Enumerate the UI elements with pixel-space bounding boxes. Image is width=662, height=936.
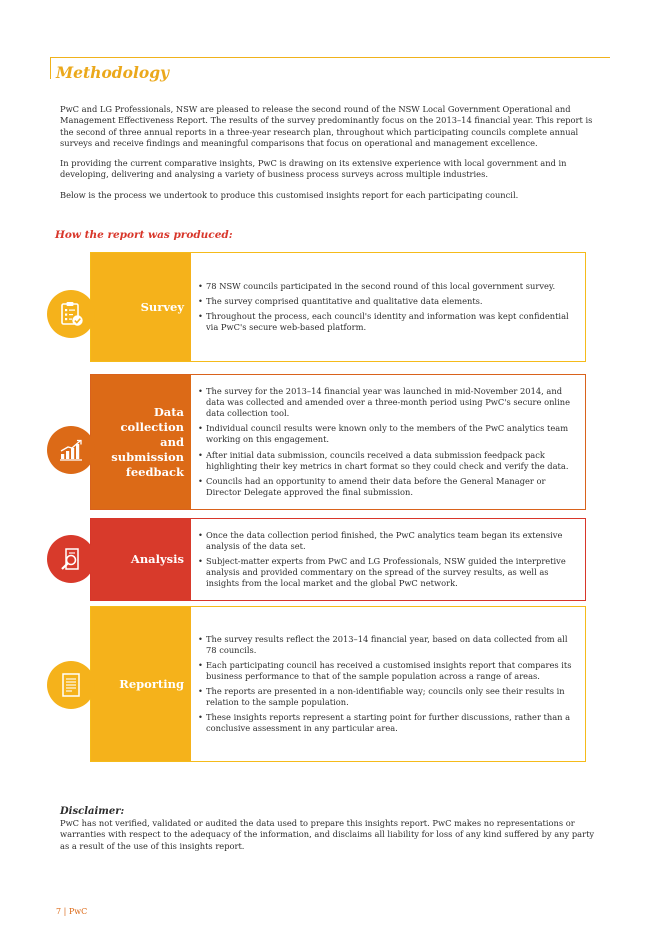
disclaimer: Disclaimer: PwC has not verified, valida… (60, 806, 600, 852)
page-title: Methodology (56, 63, 170, 82)
step-label: Survey (91, 253, 191, 361)
bullet-item: Individual council results were known on… (198, 423, 575, 445)
step-content: 78 NSW councils participated in the seco… (191, 253, 585, 361)
page-footer: 7 | PwC (56, 907, 88, 916)
step-label: Data collection and submission feedback (91, 375, 191, 509)
step-label-text: Analysis (130, 552, 184, 566)
step-label-text: Data collection and submission feedback (111, 405, 184, 480)
section-heading: How the report was produced: (55, 229, 233, 241)
step-survey: Survey 78 NSW councils participated in t… (90, 252, 586, 362)
bullet-item: Once the data collection period finished… (198, 530, 575, 552)
checklist-icon (47, 290, 95, 338)
bullet-item: Councils had an opportunity to amend the… (198, 476, 575, 498)
step-label-text: Survey (140, 299, 184, 314)
bullet-list: Once the data collection period finished… (198, 530, 575, 589)
bar-chart-icon (47, 426, 95, 474)
label-line: feedback (125, 464, 184, 479)
magnifier-document-icon (47, 535, 95, 583)
bullet-item: Subject-matter experts from PwC and LG P… (198, 556, 575, 589)
step-data-collection: Data collection and submission feedback … (90, 374, 586, 510)
step-analysis: Analysis Once the data collection period… (90, 518, 586, 601)
bullet-item: After initial data submission, councils … (198, 450, 575, 472)
step-content: Once the data collection period finished… (191, 519, 585, 600)
intro-paragraph: In providing the current comparative ins… (60, 158, 567, 180)
intro-text: PwC and LG Professionals, NSW are please… (60, 104, 600, 210)
step-label: Analysis (91, 519, 191, 600)
label-line: collection (120, 419, 184, 434)
bullet-item: The survey comprised quantitative and qu… (198, 296, 575, 307)
bullet-item: The survey results reflect the 2013–14 f… (198, 634, 575, 656)
intro-paragraph: PwC and LG Professionals, NSW are please… (60, 104, 593, 148)
step-label: Reporting (91, 607, 191, 761)
title-rule-left (50, 57, 51, 79)
intro-paragraph: Below is the process we undertook to pro… (60, 189, 519, 200)
step-content: The survey results reflect the 2013–14 f… (191, 607, 585, 761)
bullet-list: 78 NSW councils participated in the seco… (198, 281, 575, 333)
disclaimer-title: Disclaimer: (60, 806, 125, 817)
step-reporting: Reporting The survey results reflect the… (90, 606, 586, 762)
step-content: The survey for the 2013–14 financial yea… (191, 375, 585, 509)
label-line: submission (111, 449, 184, 464)
bullet-item: 78 NSW councils participated in the seco… (198, 281, 575, 292)
bullet-item: The reports are presented in a non-ident… (198, 686, 575, 708)
report-document-icon (47, 661, 95, 709)
label-line: and (160, 434, 184, 449)
label-line: Data (153, 404, 184, 419)
bullet-item: Throughout the process, each council's i… (198, 311, 575, 333)
bullet-item: The survey for the 2013–14 financial yea… (198, 386, 575, 419)
bullet-item: These insights reports represent a start… (198, 712, 575, 734)
bullet-list: The survey for the 2013–14 financial yea… (198, 386, 575, 498)
disclaimer-text: PwC has not verified, validated or audit… (60, 818, 595, 851)
bullet-list: The survey results reflect the 2013–14 f… (198, 634, 575, 735)
bullet-item: Each participating council has received … (198, 660, 575, 682)
step-label-text: Reporting (119, 676, 184, 691)
title-rule (50, 57, 610, 58)
